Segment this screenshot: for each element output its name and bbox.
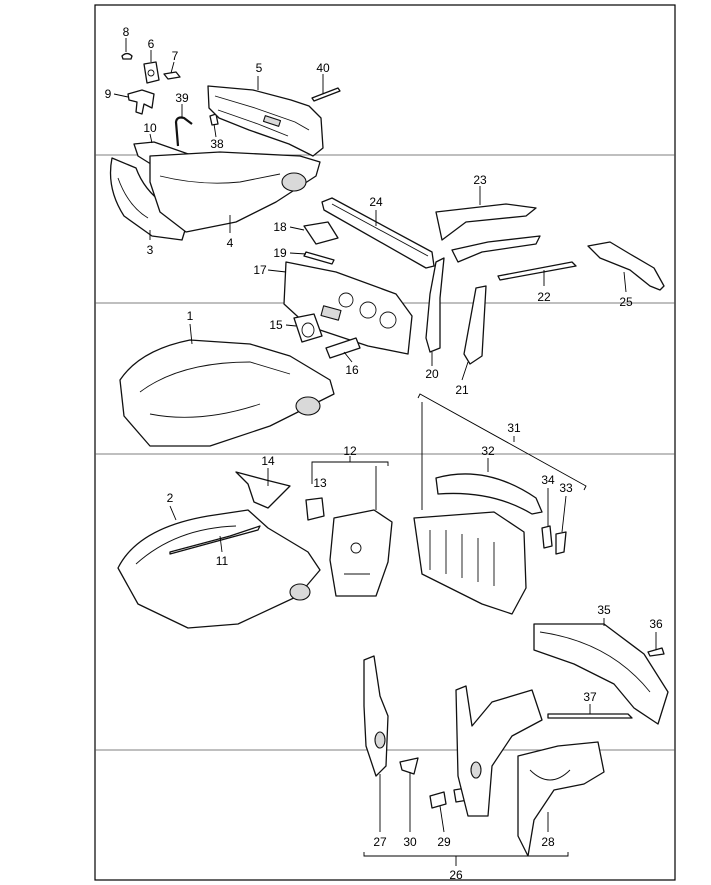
callout-30: 30	[403, 835, 417, 849]
callout-27: 27	[373, 835, 387, 849]
callout-12: 12	[343, 444, 357, 458]
callout-25: 25	[619, 295, 633, 309]
callout-15: 15	[269, 318, 283, 332]
part-15-cover	[293, 313, 323, 343]
callout-labels: 8 6 7 9 39 10 38 5 40 3 4 24 23 18 19 17…	[105, 25, 663, 882]
callout-10: 10	[143, 121, 157, 135]
part-35-rear-fender	[533, 623, 669, 725]
part-33-bracket	[555, 531, 567, 555]
callout-19: 19	[273, 246, 287, 260]
callout-29: 29	[437, 835, 451, 849]
callout-11: 11	[216, 554, 229, 568]
part-16-bracket	[325, 337, 361, 359]
callout-16: 16	[345, 363, 359, 377]
callout-8: 8	[123, 25, 130, 39]
part-38-clip	[209, 113, 219, 126]
callout-28: 28	[541, 835, 555, 849]
callout-5: 5	[256, 61, 263, 75]
part-26-inner-pillar	[455, 685, 543, 817]
callout-3: 3	[147, 243, 154, 257]
leader-lines	[113, 38, 657, 833]
callout-9: 9	[105, 87, 112, 101]
part-39-rod	[174, 116, 193, 147]
part-22-rail	[497, 261, 577, 281]
group-26-bracket-line	[363, 852, 569, 866]
callout-1: 1	[187, 309, 194, 323]
callout-34: 34	[541, 473, 555, 487]
part-8-clip	[121, 52, 133, 60]
part-7-bracket	[163, 71, 181, 80]
part-37-rod	[547, 713, 633, 719]
part-31-rear-panel	[413, 511, 527, 615]
callout-20: 20	[425, 367, 439, 381]
part-32-arch	[435, 473, 543, 515]
callout-33: 33	[559, 481, 573, 495]
diagram-frame	[94, 4, 676, 881]
callout-40: 40	[316, 61, 330, 75]
callout-14: 14	[261, 454, 275, 468]
part-36-clip	[647, 647, 665, 657]
part-12-inner-panel	[329, 509, 393, 597]
part-25-bracket	[587, 241, 665, 291]
part-2-front-body	[117, 509, 321, 629]
callout-7: 7	[172, 49, 179, 63]
part-4-front-body	[149, 151, 321, 233]
group-12-bracket-line	[311, 456, 389, 510]
part-14-bracket	[235, 471, 291, 509]
part-17-dashboard	[283, 261, 413, 355]
callout-36: 36	[649, 617, 663, 631]
callout-4: 4	[227, 236, 234, 250]
part-6-bracket	[143, 61, 160, 84]
callout-23: 23	[473, 173, 487, 187]
part-34-bracket	[541, 525, 553, 549]
callout-24: 24	[369, 195, 383, 209]
group-31-bracket-line	[417, 393, 587, 510]
part-27-b-pillar	[363, 655, 389, 777]
part-1-front-body	[119, 339, 335, 447]
part-40-rod	[311, 87, 341, 102]
callout-39: 39	[175, 91, 189, 105]
part-21-a-pillar-inner	[463, 285, 487, 365]
callout-21: 21	[455, 383, 469, 397]
part-13-plate	[305, 497, 325, 521]
part-30-bracket	[399, 757, 419, 775]
part-24-windshield-header	[321, 197, 435, 269]
part-9-bracket	[127, 89, 155, 115]
callout-6: 6	[148, 37, 155, 51]
callout-13: 13	[313, 476, 327, 490]
callout-37: 37	[583, 690, 597, 704]
callout-22: 22	[537, 290, 551, 304]
callout-18: 18	[273, 220, 287, 234]
callout-26: 26	[449, 868, 463, 882]
callout-17: 17	[253, 263, 267, 277]
part-18-bracket	[303, 221, 339, 245]
part-20-a-pillar	[425, 257, 445, 353]
callout-35: 35	[597, 603, 611, 617]
part-28-wheelhouse	[517, 741, 605, 857]
part-5-front-panel	[207, 85, 324, 157]
part-23-roof-frame	[435, 203, 541, 263]
callout-31: 31	[507, 421, 521, 435]
callout-38: 38	[210, 137, 224, 151]
callout-2: 2	[167, 491, 174, 505]
part-19-strip	[303, 251, 335, 265]
callout-32: 32	[481, 444, 495, 458]
